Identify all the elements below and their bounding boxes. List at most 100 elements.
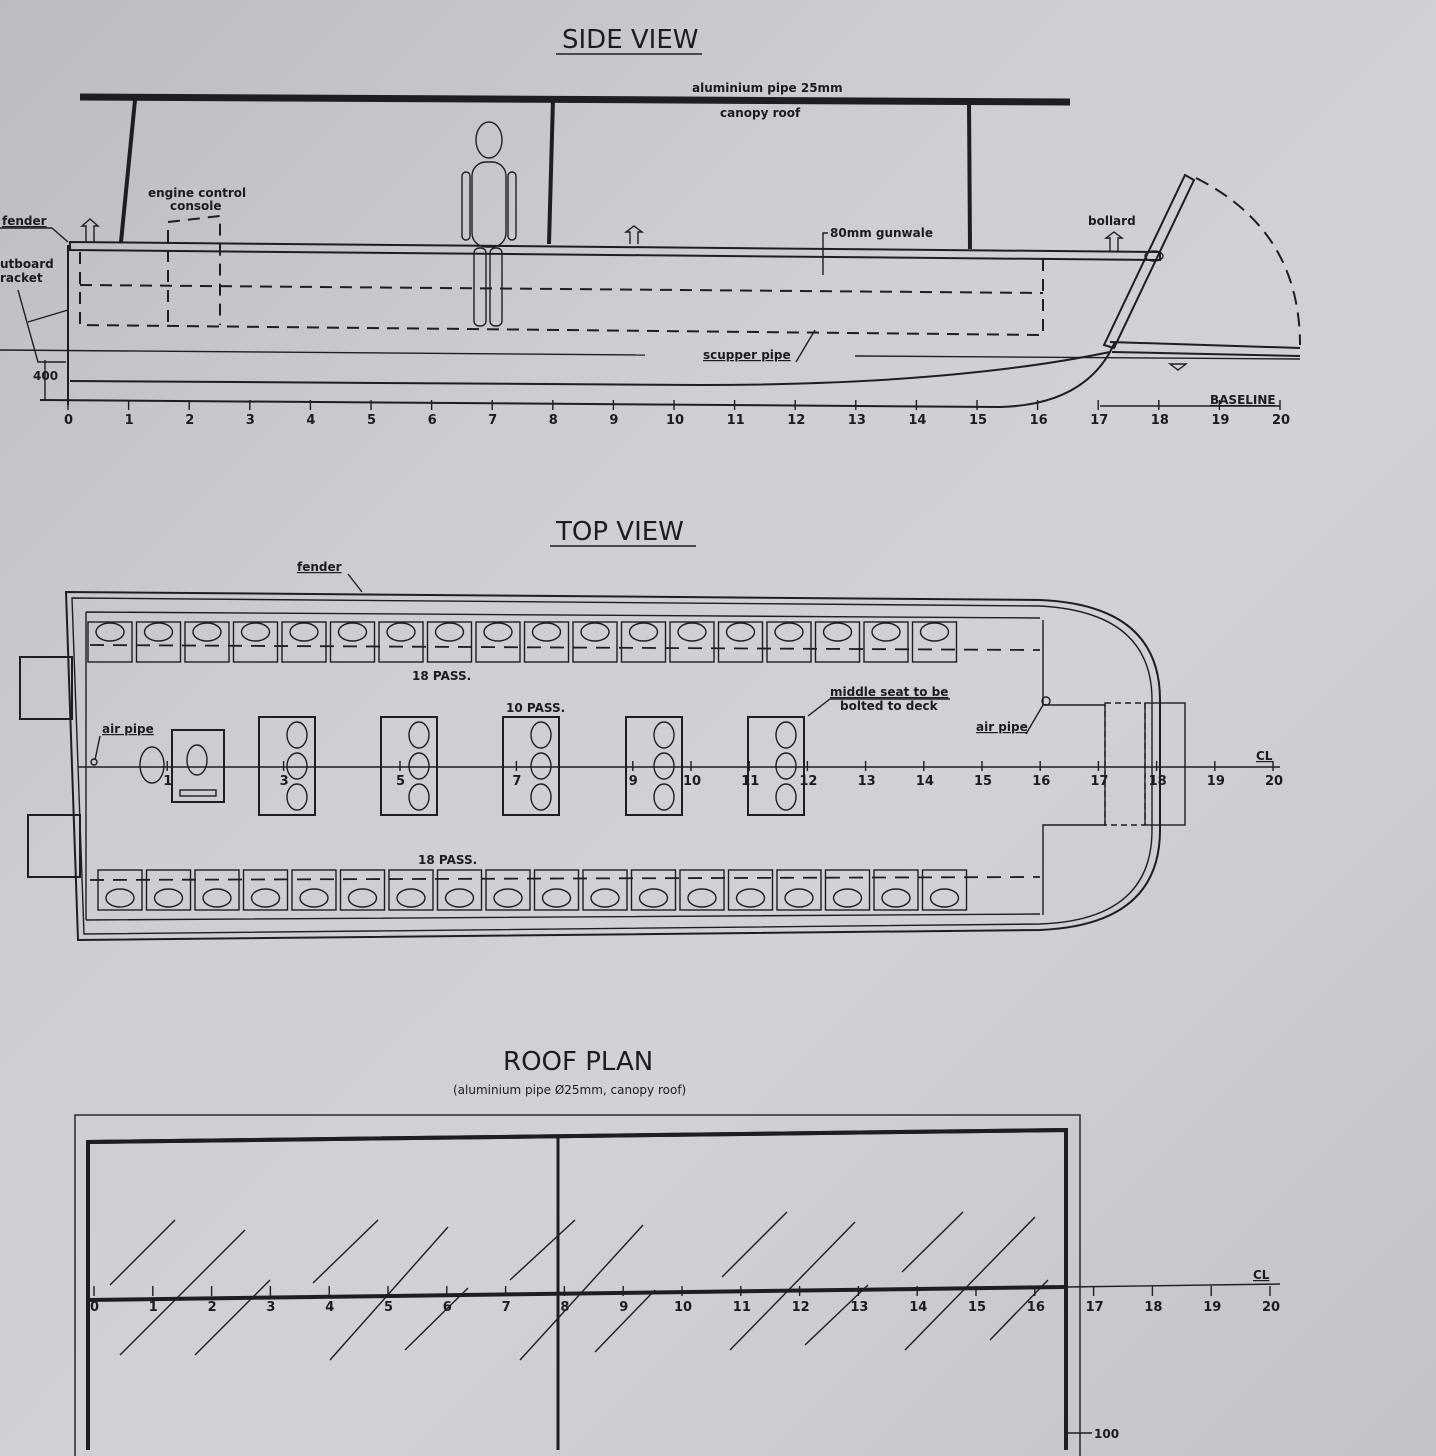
station-label: 11 <box>733 1300 751 1315</box>
deck-line <box>79 252 1044 337</box>
station-label: 0 <box>64 413 73 428</box>
passenger-seat <box>929 888 960 908</box>
passenger-seat <box>202 888 232 908</box>
chine-line <box>69 351 1111 387</box>
passenger-seat <box>408 752 430 780</box>
engine-console <box>167 214 221 325</box>
passenger-seat <box>530 752 552 780</box>
fender-label: fender <box>2 214 47 228</box>
station-label: 0 <box>90 1300 99 1315</box>
fender-label: fender <box>297 560 342 574</box>
middle-seat-bench <box>502 716 560 816</box>
passenger-seat <box>286 783 308 811</box>
engine-console-plan <box>171 729 225 803</box>
passenger-seat <box>250 888 281 908</box>
station-label: 2 <box>208 1300 217 1315</box>
roof-plan-subtitle: (aluminium pipe Ø25mm, canopy roof) <box>453 1083 686 1097</box>
pass-top-label: 18 PASS. <box>412 669 471 683</box>
canopy-post <box>967 100 972 250</box>
station-label: 9 <box>629 774 638 789</box>
helmsman-seat <box>139 746 165 784</box>
station-label: 12 <box>799 774 817 789</box>
station-label: 18 <box>1151 413 1169 428</box>
passenger-seat <box>337 622 368 642</box>
canopy-roof-pipe <box>79 93 1071 106</box>
passenger-seat <box>483 622 513 642</box>
pipe-label: aluminium pipe 25mm <box>692 81 843 95</box>
roof-ridge <box>87 1285 1067 1302</box>
roof-plan-title: ROOF PLAN <box>503 1047 653 1077</box>
station-label: 13 <box>858 774 876 789</box>
station-label: 8 <box>560 1300 569 1315</box>
passenger-seat <box>299 888 329 908</box>
passenger-seat <box>653 752 675 780</box>
passenger-seat <box>286 721 308 749</box>
station-label: 17 <box>1086 1300 1104 1315</box>
person-figure <box>461 121 517 327</box>
station-label: 5 <box>396 774 405 789</box>
console-label: engine control <box>148 186 246 200</box>
passenger-seat <box>444 888 475 908</box>
air-pipe-label: air pipe <box>102 722 154 736</box>
station-label: 14 <box>909 1300 927 1315</box>
passenger-seat <box>95 622 125 642</box>
station-label: 14 <box>916 774 934 789</box>
scupper-label: scupper pipe <box>703 348 791 362</box>
station-label: 1 <box>149 1300 158 1315</box>
middle-seat-label: middle seat to be <box>830 685 948 699</box>
station-label: 7 <box>502 1300 511 1315</box>
passenger-seat <box>822 622 853 642</box>
station-label: 2 <box>185 413 194 428</box>
station-label: 19 <box>1207 774 1225 789</box>
station-label: 11 <box>727 413 745 428</box>
waterline <box>0 349 646 356</box>
station-label: 12 <box>792 1300 810 1315</box>
passenger-seat <box>408 783 430 811</box>
station-label: 3 <box>266 1300 275 1315</box>
passenger-seat <box>687 888 717 908</box>
seat-line <box>79 284 1044 294</box>
station-label: 6 <box>443 1300 452 1315</box>
roof-dim-label: 100 <box>1094 1427 1119 1441</box>
passenger-seat <box>531 622 562 642</box>
passenger-seat <box>775 783 797 811</box>
gunwale-label: 80mm gunwale <box>830 226 933 240</box>
station-label: 7 <box>488 413 497 428</box>
waterline <box>854 355 1301 360</box>
outboard-label: racket <box>0 271 43 285</box>
passenger-seat <box>153 888 184 908</box>
gunwale <box>69 240 1161 262</box>
station-label: 10 <box>674 1300 692 1315</box>
passenger-seat <box>590 888 620 908</box>
station-label: 18 <box>1149 774 1167 789</box>
bow-ramp-plan <box>1144 702 1186 826</box>
roof-cl-label: CL <box>1253 1268 1270 1282</box>
bollard-label: bollard <box>1088 214 1136 228</box>
middle-seat-bench <box>258 716 316 816</box>
passenger-seat <box>580 622 610 642</box>
passenger-seat <box>530 721 552 749</box>
outboard-bracket <box>19 656 73 720</box>
passenger-seat <box>105 888 135 908</box>
passenger-seat <box>541 888 572 908</box>
station-label: 11 <box>741 774 759 789</box>
pass-mid-label: 10 PASS. <box>506 701 565 715</box>
passenger-seat <box>289 622 319 642</box>
middle-seat-bench <box>747 716 805 816</box>
bow-ramp <box>1102 173 1301 371</box>
passenger-seat <box>408 721 430 749</box>
station-label: 12 <box>787 413 805 428</box>
station-label: 19 <box>1211 413 1229 428</box>
middle-seat-bench <box>380 716 438 816</box>
bollard-icon <box>80 218 1125 251</box>
station-label: 15 <box>969 413 987 428</box>
passenger-seat <box>775 752 797 780</box>
top-view: TOP VIEW fender 18 PASS. 10 PASS. 18 PAS… <box>19 517 1283 942</box>
station-label: 10 <box>683 774 701 789</box>
station-label: 14 <box>908 413 926 428</box>
middle-seat-label: bolted to deck <box>840 699 939 713</box>
station-label: 7 <box>512 774 521 789</box>
hull-outline <box>64 590 1161 942</box>
